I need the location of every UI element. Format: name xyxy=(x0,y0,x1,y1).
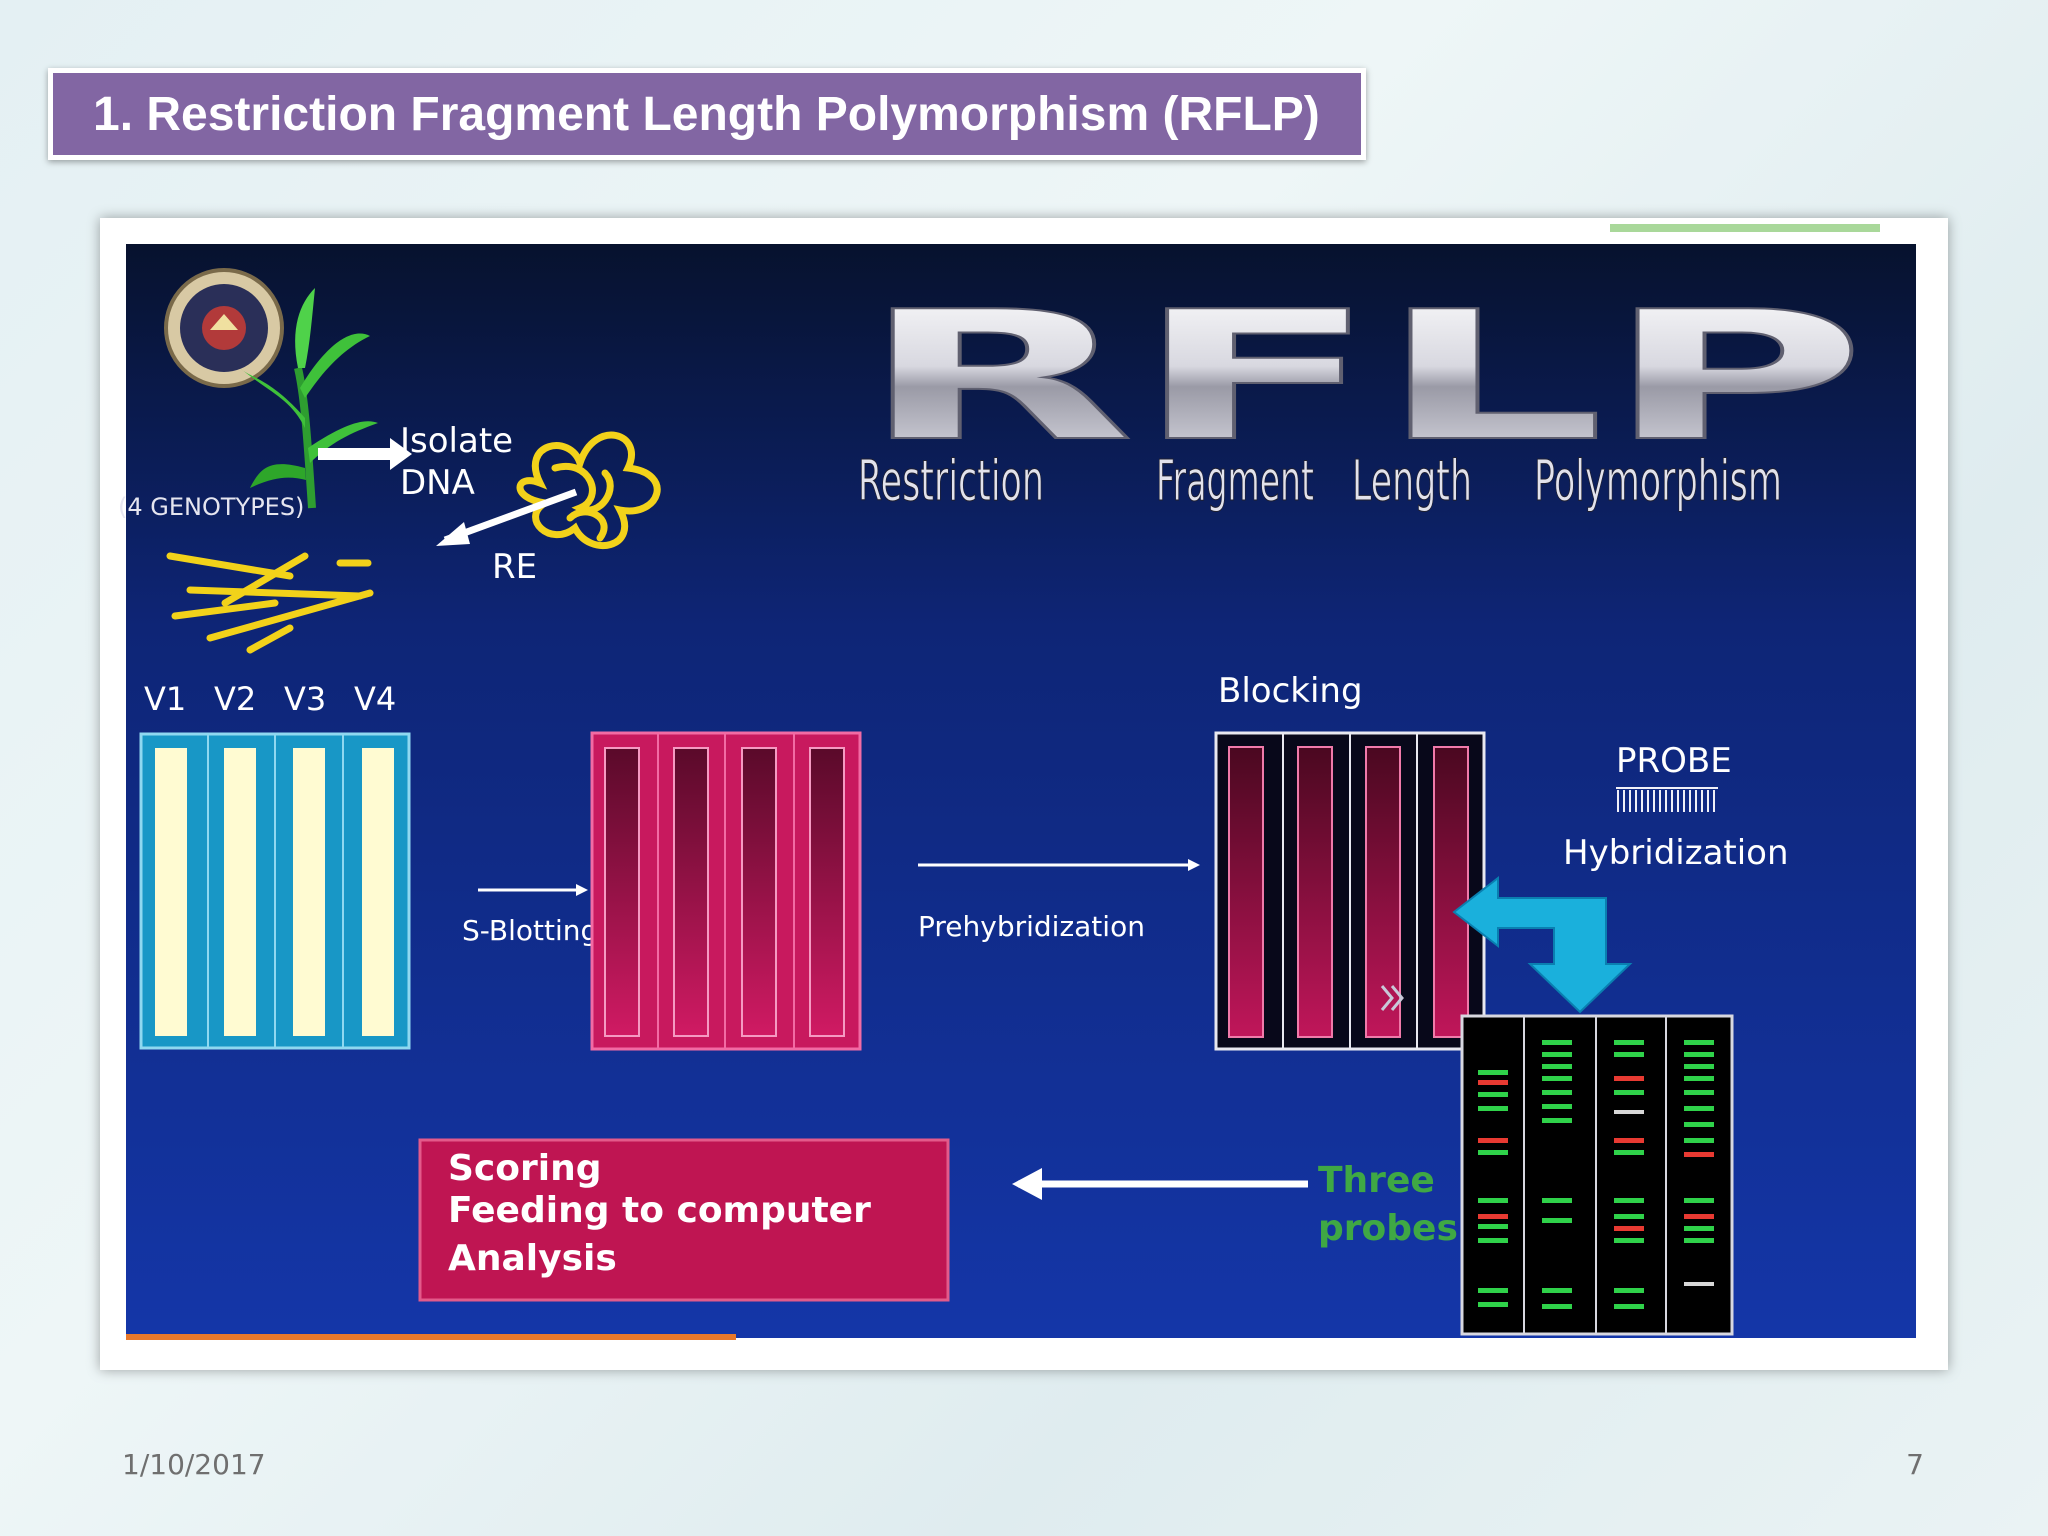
top-strip xyxy=(1610,224,1880,232)
three-probes-label-2: probes xyxy=(1318,1208,1458,1249)
blocked-membrane xyxy=(1214,731,1486,1051)
isolate-label-2: DNA xyxy=(400,463,475,503)
scoring-line-1: Scoring xyxy=(448,1148,602,1189)
re-arrow xyxy=(443,488,578,544)
prehybridization-label: Prehybridization xyxy=(918,910,1145,943)
scoring-line-3: Analysis xyxy=(448,1238,617,1279)
diagram-frame: Isolate DNA (4 GENOTYPES) RE RFLP Restri… xyxy=(100,218,1948,1370)
dna-fragments-icon xyxy=(166,552,374,654)
hybridization-arrow-icon xyxy=(1452,875,1633,1014)
rflp-big-title: RFLP xyxy=(860,273,1866,480)
rflp-diagram: Isolate DNA (4 GENOTYPES) RE RFLP Restri… xyxy=(118,224,1916,1340)
s-blotting-label: S-Blotting xyxy=(462,914,598,947)
blocking-label: Blocking xyxy=(1218,671,1363,711)
three-probes-label-1: Three xyxy=(1318,1160,1435,1201)
hybridization-label: Hybridization xyxy=(1563,833,1789,873)
slide-title: 1. Restriction Fragment Length Polymorph… xyxy=(93,88,1320,141)
slide-page-number: 7 xyxy=(1906,1448,1924,1481)
scoring-box xyxy=(418,1138,950,1302)
autoradiograph xyxy=(1460,1014,1734,1336)
lane-label-v3: V3 xyxy=(284,680,326,718)
word-fragment: Fragment xyxy=(1156,449,1314,514)
slide-date: 1/10/2017 xyxy=(122,1448,266,1481)
membrane xyxy=(590,731,862,1051)
lane-label-v1: V1 xyxy=(144,680,186,718)
probe-icon xyxy=(1616,787,1718,812)
genotypes-label: (4 GENOTYPES) xyxy=(118,493,304,521)
institute-logo xyxy=(164,268,284,388)
re-label: RE xyxy=(492,547,537,587)
lane-label-v2: V2 xyxy=(214,680,256,718)
probe-label: PROBE xyxy=(1616,741,1732,781)
word-polymorphism: Polymorphism xyxy=(1534,449,1782,514)
word-length: Length xyxy=(1352,449,1472,514)
plant-icon xyxy=(240,288,378,509)
progress-strip xyxy=(126,1334,736,1340)
word-restriction: Restriction xyxy=(858,449,1044,514)
slide-title-bar: 1. Restriction Fragment Length Polymorph… xyxy=(48,68,1366,160)
agarose-gel xyxy=(139,732,411,1050)
isolate-label-1: Isolate xyxy=(400,421,513,461)
scoring-line-2: Feeding to computer xyxy=(448,1190,871,1231)
lane-label-v4: V4 xyxy=(354,680,396,718)
